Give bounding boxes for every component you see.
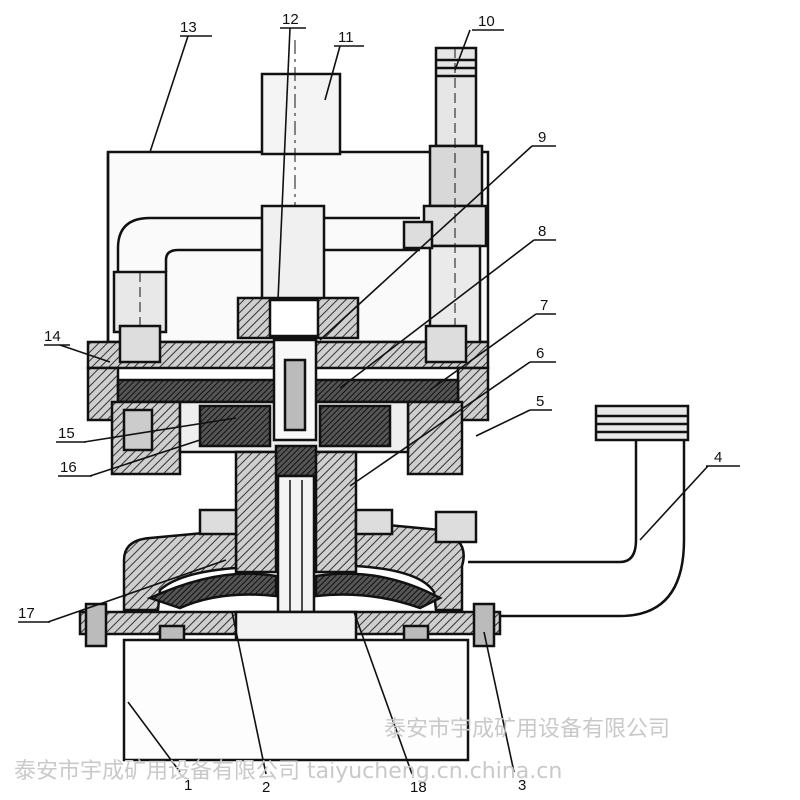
callout-4: 4	[714, 449, 722, 466]
internal-bent-pipe	[112, 216, 434, 362]
pump-volute-casing	[122, 508, 465, 612]
cable-entry-box	[260, 72, 342, 156]
motor-rotor-column	[236, 204, 360, 340]
callout-14: 14	[44, 328, 61, 345]
callout-18: 18	[410, 779, 427, 796]
callout-15: 15	[58, 425, 75, 442]
watermark-line-1: 泰安市宇成矿用设备有限公司	[384, 717, 670, 742]
watermark-line-2: 泰安市宇成矿用设备有限公司 taiyucheng.cn.china.cn	[14, 759, 562, 784]
callout-10: 10	[478, 13, 495, 30]
callout-7: 7	[540, 297, 548, 314]
leader-lines	[18, 27, 740, 775]
callout-9: 9	[538, 129, 546, 146]
callout-16: 16	[60, 459, 77, 476]
strainer-base	[122, 638, 470, 762]
callout-12: 12	[282, 11, 299, 28]
top-outlet-tube	[422, 46, 488, 356]
callout-11: 11	[338, 29, 354, 46]
callout-5: 5	[536, 393, 544, 410]
callout-1: 1	[184, 777, 192, 794]
callout-2: 2	[262, 779, 270, 796]
callout-3: 3	[518, 777, 526, 794]
callout-13: 13	[180, 19, 197, 36]
pump-shaft	[272, 338, 318, 618]
callout-17: 17	[18, 605, 35, 622]
outlet-elbow-pipe	[434, 404, 690, 618]
impeller	[234, 610, 358, 644]
callout-6: 6	[536, 345, 544, 362]
callout-labels: 13 12 11 10 9 8 7 6 5 14 15 16 17 4 1 2 …	[18, 11, 722, 796]
callout-8: 8	[538, 223, 546, 240]
watermark: 泰安市宇成矿用设备有限公司 泰安市宇成矿用设备有限公司 taiyucheng.c…	[14, 717, 670, 784]
